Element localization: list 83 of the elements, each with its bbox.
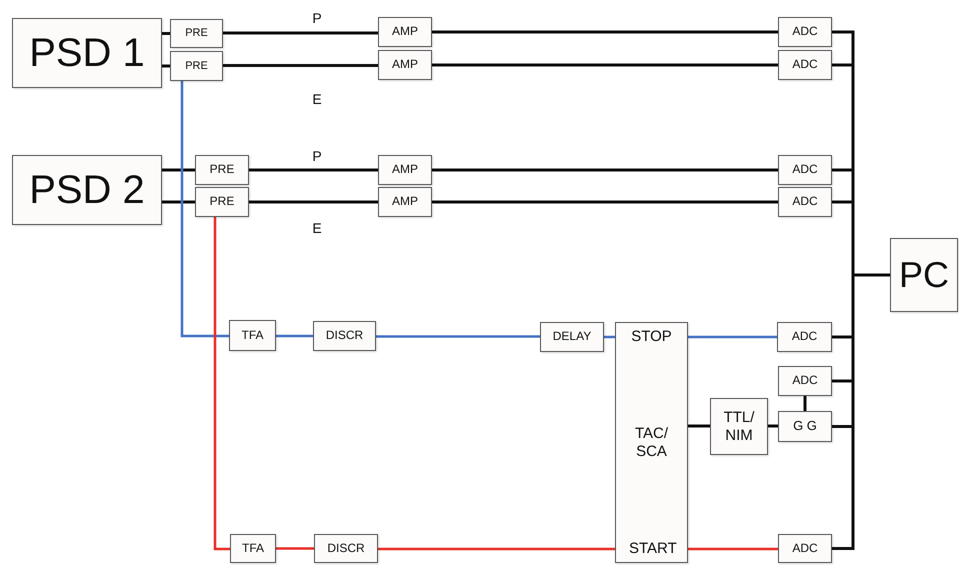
connector-line	[688, 336, 777, 338]
block-label: PRE	[185, 27, 208, 40]
block-label: ADC	[792, 195, 818, 209]
connector-line	[162, 32, 170, 35]
signal-label: P	[312, 10, 322, 26]
block-box	[230, 534, 276, 563]
connector-line	[378, 548, 615, 550]
block-label: ADC	[792, 374, 818, 388]
connector-line	[162, 168, 195, 172]
block-label: AMP	[392, 163, 418, 177]
connector-line	[688, 424, 710, 428]
block-box	[778, 534, 832, 563]
connector-line	[162, 200, 195, 204]
connector-line	[432, 64, 778, 66]
block-label: G G	[793, 419, 817, 434]
block-label: AMP	[392, 25, 418, 39]
block-label: ADC	[792, 330, 818, 344]
connector-line	[768, 424, 778, 428]
block-label: TFA	[242, 542, 264, 556]
connector-line	[804, 396, 806, 411]
block-box	[378, 50, 432, 80]
connector-line	[249, 200, 378, 204]
block-box	[890, 238, 958, 312]
block-box	[710, 398, 768, 455]
connector-line	[162, 64, 170, 68]
block-label: AMP	[392, 195, 418, 209]
block-label: STOP	[630, 328, 673, 346]
connector-line	[432, 200, 778, 204]
block-box	[615, 322, 688, 563]
block-box	[12, 155, 162, 225]
block-label: DISCR	[326, 329, 364, 343]
block-box	[229, 320, 276, 351]
connector-line	[276, 547, 314, 550]
signal-label: E	[312, 91, 322, 107]
block-label: DISCR	[327, 542, 365, 556]
block-box	[170, 51, 223, 81]
block-box	[778, 155, 832, 185]
connector-line	[249, 168, 378, 172]
block-box	[777, 322, 832, 352]
block-box	[195, 155, 249, 185]
connector-line	[214, 217, 230, 550]
block-label: PSD 1	[29, 30, 145, 76]
block-box	[195, 187, 249, 217]
block-box	[313, 321, 376, 351]
block-label: ADC	[792, 163, 818, 177]
block-label: START	[629, 540, 674, 557]
connector-line	[604, 336, 615, 338]
block-box	[540, 322, 604, 352]
connector-line	[180, 81, 229, 338]
block-box	[778, 187, 832, 217]
block-label: PRE	[210, 195, 234, 209]
block-label: TAC/ SCA	[634, 425, 670, 460]
block-box	[170, 19, 223, 48]
connector-line	[223, 32, 378, 34]
block-label: PRE	[210, 163, 234, 177]
connector-line	[832, 274, 890, 550]
block-box	[778, 411, 832, 442]
block-box	[378, 187, 432, 217]
connector-line	[223, 64, 378, 67]
block-label: ADC	[792, 25, 818, 39]
block-box	[378, 155, 432, 185]
block-box	[778, 17, 832, 47]
block-label: PC	[898, 254, 949, 296]
block-label: ADC	[792, 58, 818, 72]
connector-line	[432, 168, 778, 172]
block-box	[12, 18, 162, 88]
signal-label: E	[312, 220, 322, 236]
block-box	[378, 17, 432, 47]
block-box	[778, 366, 832, 396]
block-label: ADC	[792, 542, 818, 556]
connector-line	[276, 334, 313, 338]
signal-label: P	[312, 148, 322, 164]
connector-line	[688, 548, 778, 550]
block-label: PRE	[185, 60, 208, 72]
block-label: TTL/ NIM	[722, 409, 756, 444]
connector-line	[376, 335, 540, 338]
block-box	[778, 50, 832, 80]
block-label: AMP	[392, 58, 418, 72]
block-box	[314, 534, 378, 563]
block-label: DELAY	[552, 330, 592, 344]
block-label: PSD 2	[29, 167, 145, 213]
connector-line	[432, 30, 778, 34]
block-label: TFA	[241, 328, 264, 342]
